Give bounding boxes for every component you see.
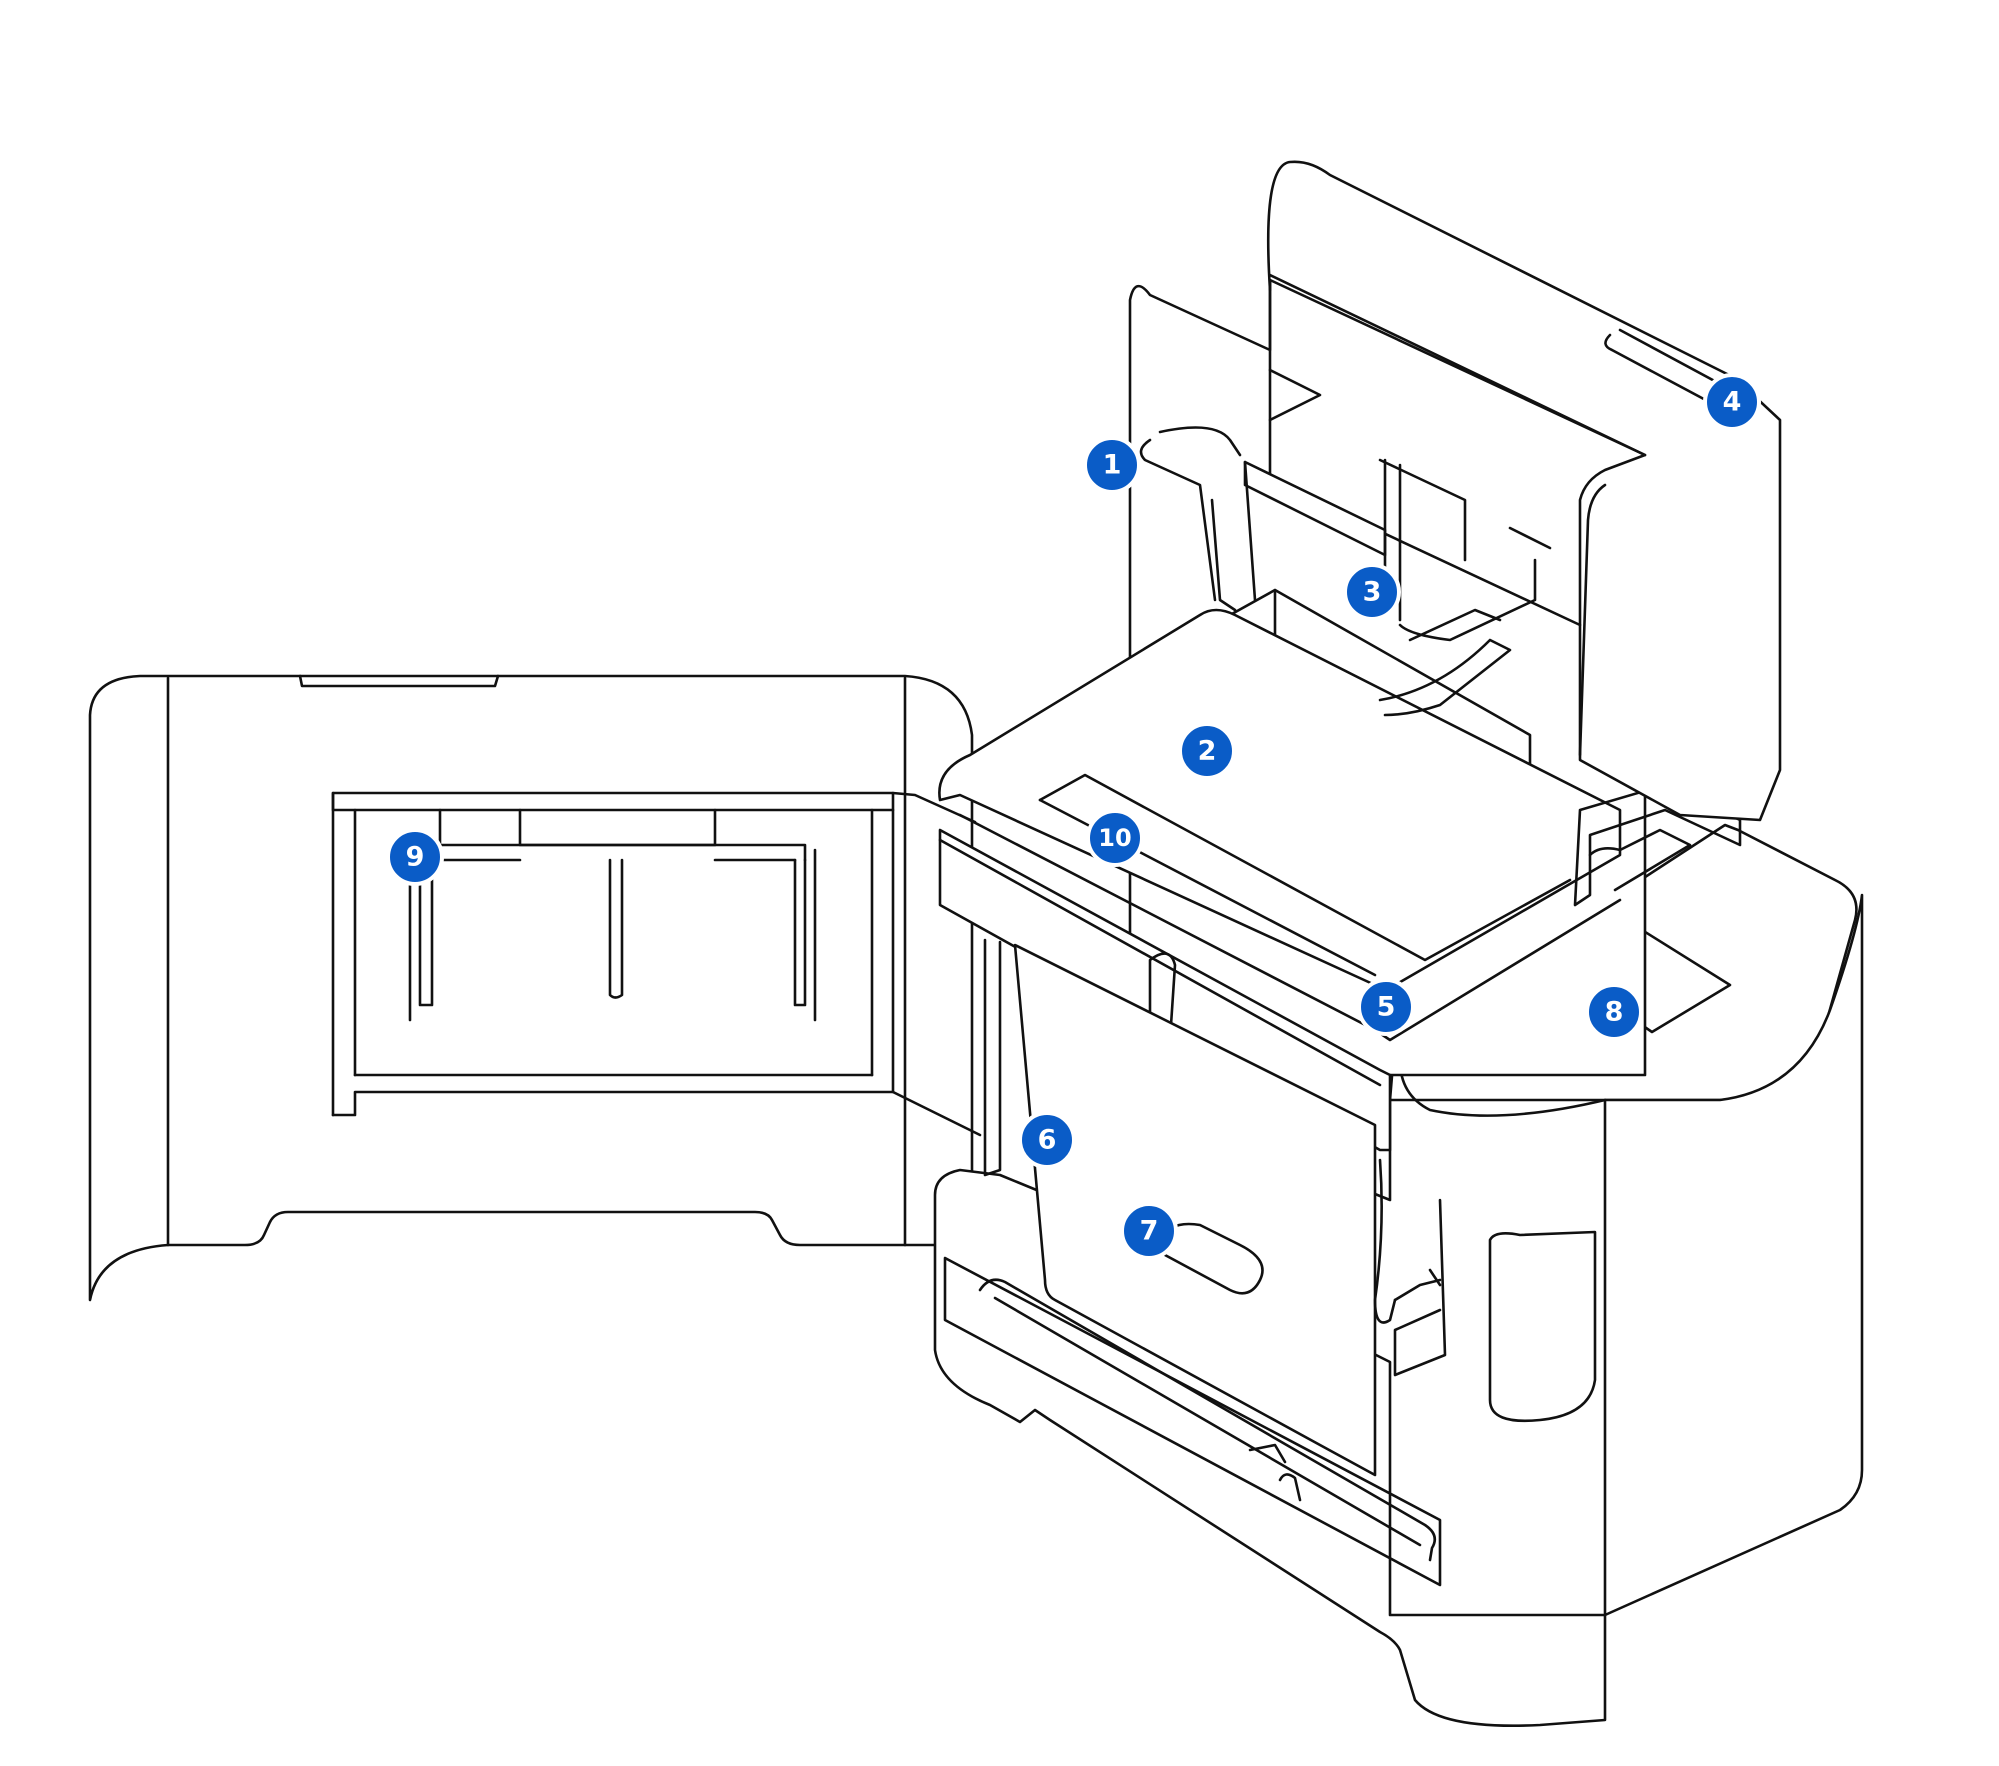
svg-text:4: 4 [1723, 387, 1742, 418]
svg-text:9: 9 [406, 842, 425, 873]
callout-10[interactable]: 10 [1086, 809, 1144, 867]
build-platform-assembly [1139, 426, 1537, 717]
callout-8[interactable]: 8 [1585, 983, 1643, 1041]
callout-9[interactable]: 9 [386, 828, 444, 886]
svg-text:10: 10 [1098, 824, 1131, 852]
callout-5[interactable]: 5 [1357, 978, 1415, 1036]
svg-text:2: 2 [1198, 736, 1217, 767]
callout-6[interactable]: 6 [1018, 1111, 1076, 1169]
svg-text:3: 3 [1363, 577, 1382, 608]
callout-7[interactable]: 7 [1120, 1202, 1178, 1260]
svg-text:5: 5 [1377, 992, 1396, 1023]
svg-text:1: 1 [1103, 450, 1122, 481]
svg-text:8: 8 [1605, 997, 1624, 1028]
printer-lid [1266, 160, 1782, 822]
svg-text:7: 7 [1140, 1216, 1159, 1247]
callouts: 1 2 3 4 5 6 7 8 [386, 373, 1761, 1260]
callout-2[interactable]: 2 [1178, 722, 1236, 780]
callout-1[interactable]: 1 [1083, 436, 1141, 494]
callout-4[interactable]: 4 [1703, 373, 1761, 431]
open-door [88, 674, 982, 1302]
svg-text:6: 6 [1038, 1125, 1057, 1156]
callout-3[interactable]: 3 [1343, 563, 1401, 621]
